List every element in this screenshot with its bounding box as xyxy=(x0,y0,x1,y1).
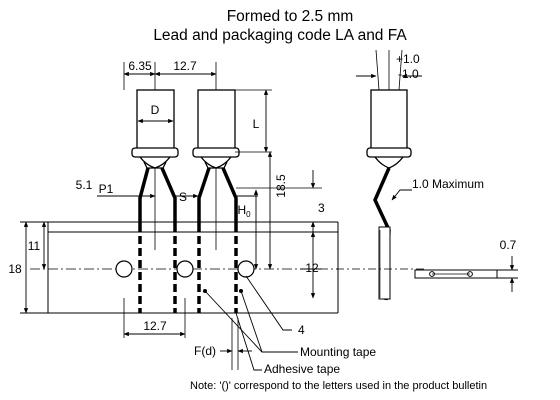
drawing-subtitle: Lead and packaging code LA and FA xyxy=(153,27,407,44)
item-4-label: 4 xyxy=(298,323,305,337)
dim-5-1: 5.1 xyxy=(76,178,93,192)
capacitor-left xyxy=(131,89,179,169)
capacitor-side-view xyxy=(366,49,412,169)
dim-h0: H0 xyxy=(237,203,251,219)
dim-12: 12 xyxy=(305,261,319,275)
footnote: Note: '()' correspond to the letters use… xyxy=(190,380,487,392)
side-tape xyxy=(378,226,391,300)
dim-d: D xyxy=(151,103,160,117)
dim-18-5: 18.5 xyxy=(274,174,288,198)
max-label: 1.0 Maximum xyxy=(412,177,484,191)
thickness-dimension xyxy=(497,256,518,292)
capacitor-right xyxy=(192,89,240,169)
dim-6-35: 6.35 xyxy=(128,59,152,73)
dim-l: L xyxy=(253,117,260,131)
dim-18: 18 xyxy=(8,262,22,276)
dim-fd: F(d) xyxy=(194,344,216,358)
dim-3: 3 xyxy=(318,201,325,215)
side-dimension-lines xyxy=(336,73,424,270)
dim-0-7: 0.7 xyxy=(500,238,517,252)
dim-plus-1-0: +1.0 xyxy=(396,52,420,66)
dim-11: 11 xyxy=(28,239,41,253)
leads xyxy=(138,167,238,232)
dim-12-7-bottom: 12.7 xyxy=(143,319,167,333)
dim-s: S xyxy=(179,190,187,204)
adhesive-tape-label: Adhesive tape xyxy=(264,362,340,376)
drawing-title: Formed to 2.5 mm xyxy=(227,8,354,25)
mounting-tape-label: Mounting tape xyxy=(300,345,376,359)
tape-cross-section xyxy=(414,269,498,279)
callout-leaders xyxy=(204,275,298,371)
dim-12-7-top: 12.7 xyxy=(173,59,197,73)
dim-minus-1-0: -1.0 xyxy=(398,67,419,81)
leads-in-tape xyxy=(138,236,238,313)
dim-p1: P1 xyxy=(99,182,114,196)
dimension-arrows xyxy=(20,71,322,354)
